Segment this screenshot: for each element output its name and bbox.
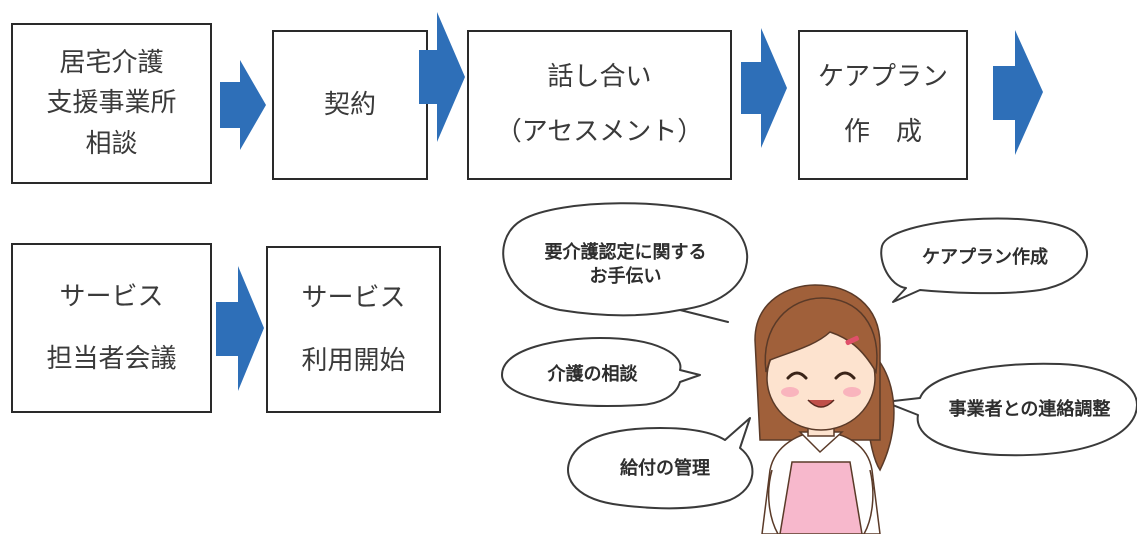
bubble-careplan-label: ケアプラン作成 bbox=[922, 246, 1048, 268]
right-eye-icon bbox=[834, 371, 856, 380]
bubble-certification-shape bbox=[502, 202, 749, 323]
step-service-start-box: サービス 利用開始 bbox=[266, 246, 441, 413]
bubble-consultation-label: 介護の相談 bbox=[547, 363, 638, 385]
bubble-consultation-shape bbox=[501, 337, 701, 407]
bubble-certification-line2: お手伝い bbox=[589, 266, 662, 287]
bubble-coordination-shape bbox=[884, 362, 1137, 457]
step-service-meeting-line2: 担当者会議 bbox=[46, 344, 177, 374]
step-service-start-line2: 利用開始 bbox=[301, 345, 406, 376]
bubble-certification-line1: 要介護認定に関する bbox=[544, 241, 707, 263]
right-arm-shape bbox=[863, 469, 874, 534]
bubble-careplan-shape bbox=[880, 217, 1088, 303]
bubble-consultation-text: 介護の相談 bbox=[505, 355, 680, 395]
step-consultation-line1: 居宅介護 bbox=[59, 48, 164, 79]
bubble-coordination-text: 事業者との連絡調整 bbox=[922, 390, 1137, 430]
step-assessment-line1: 話し合い bbox=[547, 62, 652, 93]
arrow-2-icon bbox=[419, 12, 465, 142]
step-service-meeting-line1: サービス bbox=[59, 281, 164, 312]
step-consultation-line3: 相談 bbox=[85, 128, 138, 159]
step-assessment-box: 話し合い （アセスメント） bbox=[467, 30, 732, 180]
smile-icon bbox=[807, 399, 835, 408]
bubble-benefits-shape bbox=[567, 417, 754, 510]
left-arm-shape bbox=[767, 469, 779, 534]
right-cheek-icon bbox=[843, 387, 861, 397]
bubble-careplan-text: ケアプラン作成 bbox=[885, 238, 1085, 278]
bangs-shape bbox=[764, 297, 878, 375]
step-assessment-line2: （アセスメント） bbox=[495, 117, 704, 147]
apron-shape bbox=[779, 461, 863, 534]
step-consultation-line2: 支援事業所 bbox=[46, 88, 177, 119]
arrow-3-icon bbox=[741, 28, 787, 148]
bubble-certification-text: 要介護認定に関する お手伝い bbox=[508, 232, 743, 298]
step-careplan-line2: 作 成 bbox=[843, 117, 922, 147]
step-service-start-line1: サービス bbox=[301, 283, 406, 314]
hair-clip-icon bbox=[845, 335, 859, 346]
bubble-benefits-text: 給付の管理 bbox=[580, 448, 750, 490]
step-service-meeting-box: サービス 担当者会議 bbox=[11, 243, 212, 413]
step-careplan-line1: ケアプラン bbox=[817, 62, 948, 93]
bubble-benefits-label: 給付の管理 bbox=[620, 457, 710, 479]
step-careplan-box: ケアプラン 作 成 bbox=[798, 30, 968, 180]
step-consultation-box: 居宅介護 支援事業所 相談 bbox=[11, 23, 212, 184]
step-contract-line1: 契約 bbox=[323, 89, 376, 120]
left-eye-icon bbox=[786, 371, 808, 380]
arrow-1-icon bbox=[220, 60, 266, 150]
step-contract-box: 契約 bbox=[272, 30, 428, 180]
arrow-4-icon bbox=[993, 30, 1043, 155]
bubble-coordination-label: 事業者との連絡調整 bbox=[948, 398, 1111, 420]
arrow-5-icon bbox=[216, 266, 264, 391]
left-cheek-icon bbox=[781, 387, 799, 397]
